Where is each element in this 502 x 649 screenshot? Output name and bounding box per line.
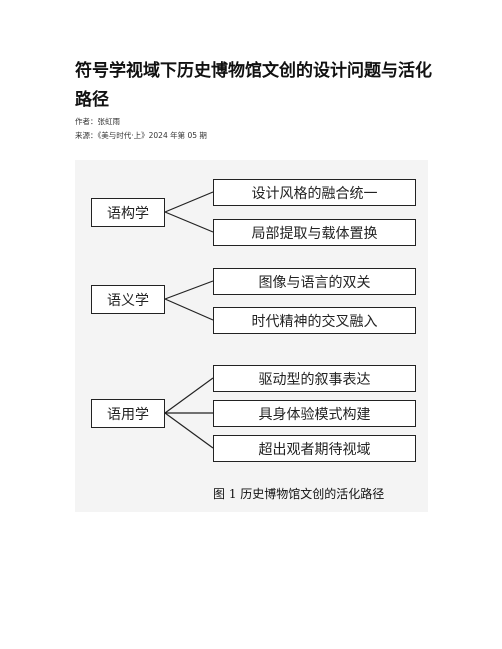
- figure-activation-paths: 语构学 设计风格的融合统一 局部提取与载体置换 语义学 图像与语言的双关 时代精…: [75, 160, 428, 512]
- category-semantics: 语义学: [91, 285, 165, 314]
- figure-caption: 图 1 历史博物馆文创的活化路径: [213, 487, 385, 501]
- path-item: 时代精神的交叉融入: [213, 307, 416, 334]
- path-item: 图像与语言的双关: [213, 268, 416, 295]
- path-item: 设计风格的融合统一: [213, 179, 416, 206]
- article-title: 符号学视域下历史博物馆文创的设计问题与活化路径: [75, 61, 432, 110]
- path-item: 具身体验模式构建: [213, 400, 416, 427]
- source-line: 来源：《美与时代·上》2024 年第 05 期: [75, 131, 207, 140]
- path-item: 局部提取与载体置换: [213, 219, 416, 246]
- author-line: 作者：张虹雨: [75, 117, 120, 126]
- path-item: 超出观者期待视域: [213, 435, 416, 462]
- category-syntactics: 语构学: [91, 198, 165, 227]
- path-item: 驱动型的叙事表达: [213, 365, 416, 392]
- category-pragmatics: 语用学: [91, 399, 165, 428]
- connector-lines: [164, 191, 214, 449]
